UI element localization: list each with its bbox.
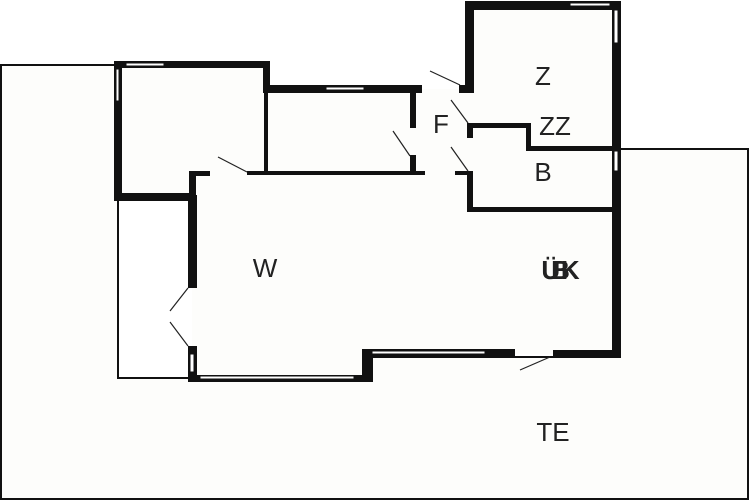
wall [410,155,416,174]
wall [410,85,416,128]
wall [465,1,474,93]
interior-floor [118,5,616,378]
wall [467,123,473,138]
wall [553,350,620,357]
door-swing [392,130,411,157]
window [613,9,619,44]
window [569,2,611,7]
door-swing [169,287,189,312]
room-label-zz: ZZ [539,111,571,141]
door-swing [169,321,189,347]
door-swing [450,146,469,172]
room-label-b: B [534,157,551,187]
wall [612,1,621,358]
wall [467,207,614,212]
wall [189,171,196,201]
door-swing [450,99,469,124]
wall [189,171,210,176]
window [199,375,355,380]
door-swing [217,156,248,173]
wall [362,349,372,382]
window [189,353,195,373]
wall [526,146,614,151]
wall [247,171,425,175]
wall [526,123,531,150]
wall [467,123,530,128]
wall [188,195,197,288]
wall [465,1,621,10]
wall [263,61,270,93]
window [125,62,165,67]
wall [114,61,122,201]
room-label-te: TE [536,417,569,447]
wall [455,171,473,175]
wall [467,171,473,211]
room-label-w: W [253,253,278,283]
door-swing [519,356,551,371]
room-label-z: Z [535,61,551,91]
room-label-f: F [433,109,449,139]
wall [264,86,268,174]
wall [459,85,474,93]
wall [114,61,270,68]
window [371,350,486,355]
wall [114,193,196,201]
window [115,68,120,102]
door-swing [429,70,461,86]
window [325,86,365,91]
window [613,150,619,172]
